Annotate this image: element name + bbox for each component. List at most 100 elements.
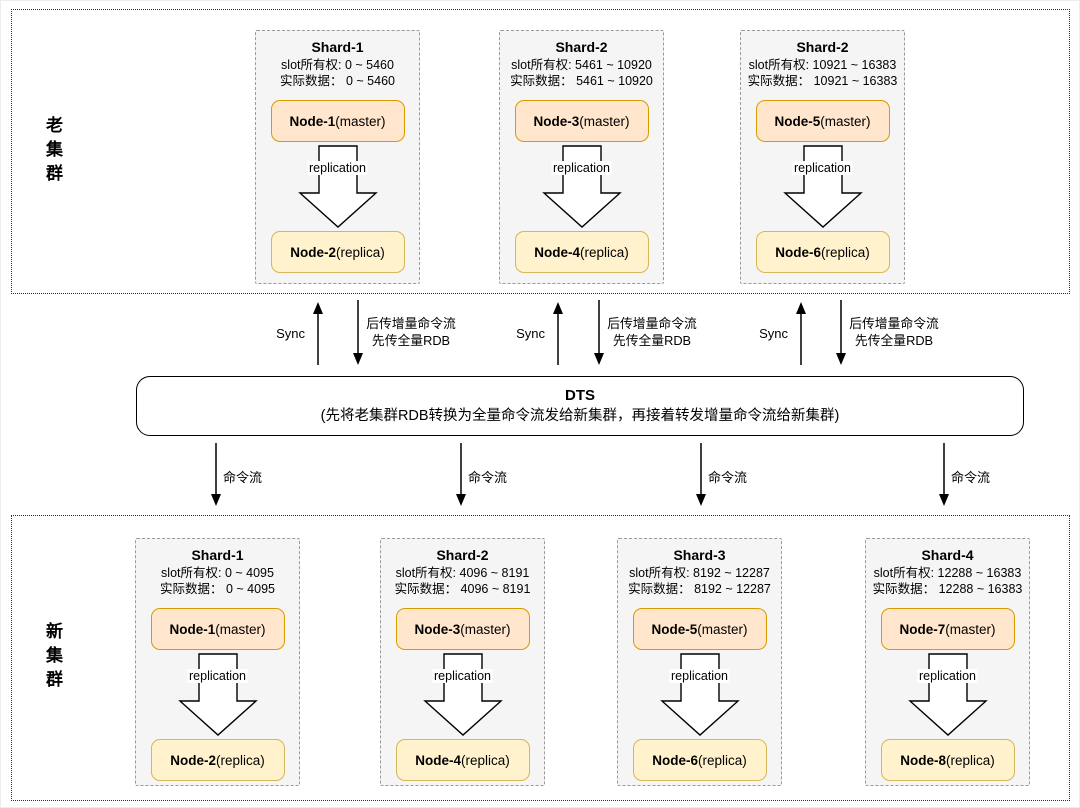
node-name: Node-8: [900, 752, 946, 768]
sync-up-arrow: [796, 302, 806, 365]
dts-title: DTS: [565, 386, 595, 404]
node-role: (master): [697, 621, 748, 637]
master-node: Node-7(master): [880, 608, 1015, 650]
dts-transfer-note: 后传增量命令流 先传全量RDB: [602, 316, 702, 350]
rdb-down-arrow: [594, 300, 604, 365]
dts-transfer-note-line2: 先传全量RDB: [612, 332, 692, 348]
replication-arrow: replication: [172, 653, 264, 737]
shard-slot-ownership: slot所有权: 0 ~ 4095: [161, 565, 274, 580]
master-node: Node-5(master): [632, 608, 767, 650]
master-node: Node-5(master): [755, 100, 890, 142]
replica-node: Node-8(replica): [880, 739, 1015, 781]
node-name: Node-4: [534, 244, 580, 260]
node-name: Node-3: [533, 113, 580, 129]
shard-title: Shard-1: [191, 547, 244, 563]
new-shard-1: Shard-1 slot所有权: 0 ~ 4095 实际数据： 0 ~ 4095…: [135, 538, 300, 786]
sync-label: Sync: [276, 326, 305, 341]
replication-arrow: replication: [902, 653, 994, 737]
node-role: (replica): [580, 244, 629, 260]
shard-slot-ownership: slot所有权: 4096 ~ 8191: [395, 565, 530, 580]
node-role: (replica): [216, 752, 265, 768]
old-shard-3: Shard-2 slot所有权: 10921 ~ 16383 实际数据： 109…: [740, 30, 905, 284]
node-name: Node-2: [170, 752, 216, 768]
node-name: Node-4: [415, 752, 461, 768]
node-name: Node-2: [290, 244, 336, 260]
shard-title: Shard-1: [311, 39, 364, 55]
shard-actual-data: 实际数据： 10921 ~ 16383: [747, 73, 898, 88]
replica-node: Node-6(replica): [755, 231, 890, 273]
node-role: (master): [460, 621, 511, 637]
shard-title: Shard-2: [436, 547, 489, 563]
new-cluster-label: 新集群: [43, 622, 62, 694]
master-node: Node-3(master): [514, 100, 649, 142]
command-flow-arrow: [696, 443, 706, 506]
shard-slot-ownership: slot所有权: 10921 ~ 16383: [748, 57, 897, 72]
master-node: Node-1(master): [270, 100, 405, 142]
old-shard-1: Shard-1 slot所有权: 0 ~ 5460 实际数据： 0 ~ 5460…: [255, 30, 420, 284]
node-name: Node-1: [169, 621, 216, 637]
dts-transfer-note: 后传增量命令流 先传全量RDB: [844, 316, 944, 350]
replication-block-arrow-icon: [659, 653, 740, 736]
shard-actual-data: 实际数据： 4096 ~ 8191: [394, 581, 531, 596]
node-role: (replica): [461, 752, 510, 768]
old-cluster-label: 老集群: [43, 115, 62, 188]
sync-label: Sync: [516, 326, 545, 341]
shard-actual-data: 实际数据： 0 ~ 5460: [280, 73, 395, 88]
replication-block-arrow-icon: [782, 145, 863, 228]
node-role: (master): [579, 113, 630, 129]
node-role: (master): [820, 113, 871, 129]
replication-arrow: replication: [654, 653, 746, 737]
shard-slot-ownership: slot所有权: 8192 ~ 12287: [629, 565, 770, 580]
node-name: Node-6: [775, 244, 821, 260]
replication-label: replication: [432, 669, 493, 683]
node-name: Node-6: [652, 752, 698, 768]
node-role: (master): [215, 621, 266, 637]
master-node: Node-1(master): [150, 608, 285, 650]
dts-transfer-note-line1: 后传增量命令流: [607, 316, 697, 331]
replication-block-arrow-icon: [541, 145, 622, 228]
replica-node: Node-2(replica): [270, 231, 405, 273]
replication-label: replication: [551, 161, 612, 175]
shard-title: Shard-3: [673, 547, 726, 563]
new-shard-4: Shard-4 slot所有权: 12288 ~ 16383 实际数据： 122…: [865, 538, 1030, 786]
shard-actual-data: 实际数据： 0 ~ 4095: [160, 581, 275, 596]
dts-transfer-note-line1: 后传增量命令流: [849, 316, 939, 331]
old-shard-2: Shard-2 slot所有权: 5461 ~ 10920 实际数据： 5461…: [499, 30, 664, 284]
dts-transfer-note-line2: 先传全量RDB: [371, 332, 451, 348]
new-shard-2: Shard-2 slot所有权: 4096 ~ 8191 实际数据： 4096 …: [380, 538, 545, 786]
dts-transfer-note-line2: 先传全量RDB: [854, 332, 934, 348]
new-cluster-container: 新集群 Shard-1 slot所有权: 0 ~ 4095 实际数据： 0 ~ …: [11, 515, 1070, 801]
node-role: (replica): [336, 244, 385, 260]
node-role: (replica): [946, 752, 995, 768]
replication-label: replication: [187, 669, 248, 683]
replica-node: Node-4(replica): [514, 231, 649, 273]
replication-block-arrow-icon: [297, 145, 378, 228]
node-name: Node-5: [774, 113, 821, 129]
replication-arrow: replication: [417, 653, 509, 737]
sync-up-arrow: [313, 302, 323, 365]
replication-arrow: replication: [536, 145, 628, 229]
replication-arrow: replication: [292, 145, 384, 229]
replication-arrow: replication: [777, 145, 869, 229]
rdb-down-arrow: [353, 300, 363, 365]
shard-actual-data: 实际数据： 12288 ~ 16383: [872, 581, 1023, 596]
shard-actual-data: 实际数据： 8192 ~ 12287: [628, 581, 771, 596]
node-role: (replica): [821, 244, 870, 260]
replication-label: replication: [669, 669, 730, 683]
replication-block-arrow-icon: [907, 653, 988, 736]
node-name: Node-7: [899, 621, 946, 637]
command-flow-label: 命令流: [951, 470, 991, 485]
shard-slot-ownership: slot所有权: 5461 ~ 10920: [511, 57, 652, 72]
node-role: (replica): [698, 752, 747, 768]
shard-slot-ownership: slot所有权: 12288 ~ 16383: [873, 565, 1022, 580]
dts-box: DTS (先将老集群RDB转换为全量命令流发给新集群，再接着转发增量命令流给新集…: [136, 376, 1024, 436]
sync-up-arrow: [553, 302, 563, 365]
shard-actual-data: 实际数据： 5461 ~ 10920: [510, 73, 653, 88]
command-flow-label: 命令流: [708, 470, 748, 485]
shard-title: Shard-4: [921, 547, 974, 563]
rdb-down-arrow: [836, 300, 846, 365]
dts-transfer-note-line1: 后传增量命令流: [366, 316, 456, 331]
replication-label: replication: [917, 669, 978, 683]
replication-label: replication: [792, 161, 853, 175]
